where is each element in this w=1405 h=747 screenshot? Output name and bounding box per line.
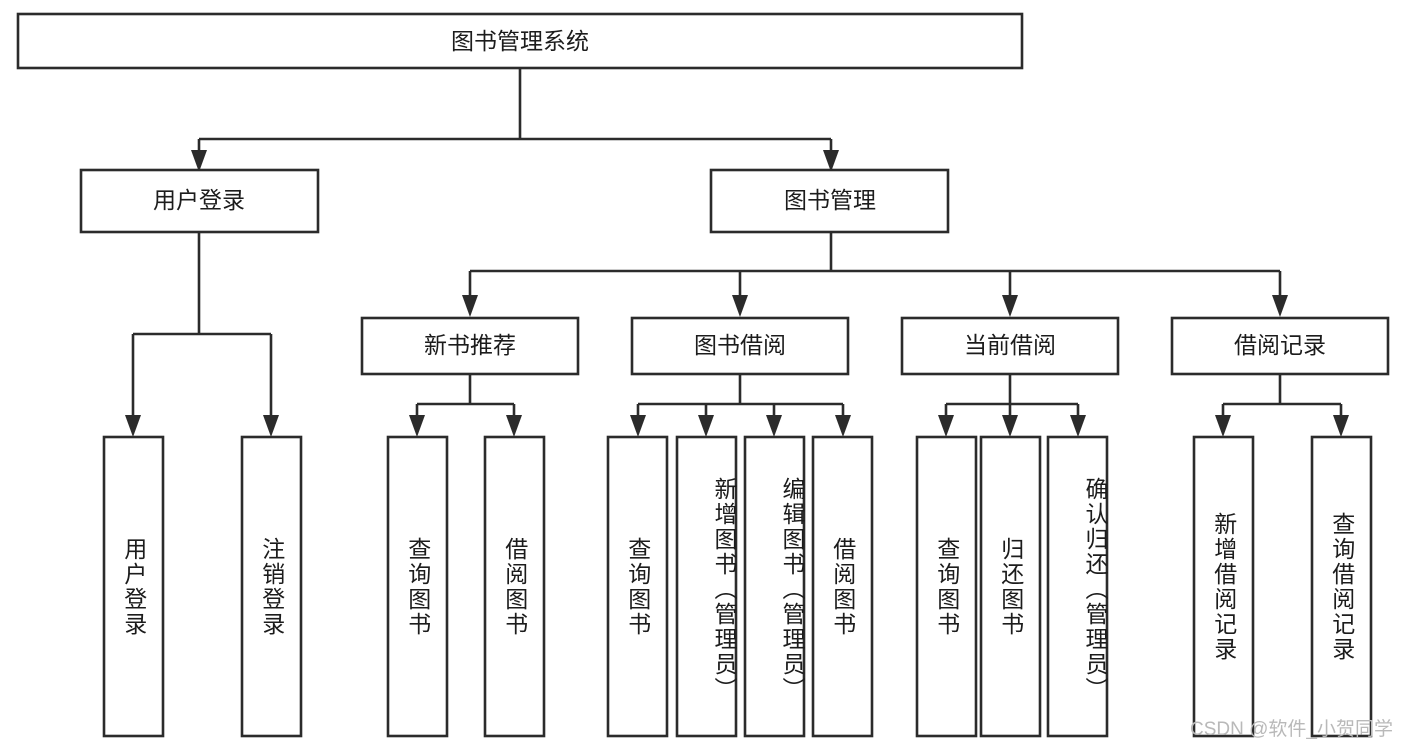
arrow-icon <box>1070 415 1086 437</box>
arrow-icon <box>263 415 279 437</box>
leaf-node-logout[interactable] <box>240 435 303 738</box>
node-user-login[interactable]: 用户登录 <box>79 168 320 234</box>
leaf-node-cb-query-book[interactable] <box>915 435 978 738</box>
arrow-icon <box>698 415 714 437</box>
node-borrow-record-label: 借阅记录 <box>1234 332 1326 358</box>
leaf-node-bb-query-book[interactable] <box>606 435 669 738</box>
connector-userlogin-to-leaves <box>125 232 279 437</box>
arrow-icon <box>1215 415 1231 437</box>
node-book-borrow-label: 图书借阅 <box>694 332 786 358</box>
arrow-icon <box>125 415 141 437</box>
leaf-node-user-login[interactable] <box>102 435 165 738</box>
connector-borrowrecord-to-leaves <box>1215 374 1349 437</box>
leaf-node-br-query-record[interactable] <box>1310 435 1373 738</box>
arrow-icon <box>630 415 646 437</box>
node-book-borrow[interactable]: 图书借阅 <box>630 316 850 376</box>
node-book-manage[interactable]: 图书管理 <box>709 168 950 234</box>
arrow-icon <box>938 415 954 437</box>
connector-root-to-level1 <box>191 68 839 172</box>
arrow-icon <box>1002 415 1018 437</box>
node-current-borrow[interactable]: 当前借阅 <box>900 316 1120 376</box>
connector-newbook-to-leaves <box>409 374 522 437</box>
leaf-node-nb-borrow-book[interactable] <box>483 435 546 738</box>
arrow-icon <box>1333 415 1349 437</box>
node-root-label: 图书管理系统 <box>451 28 589 54</box>
arrow-icon <box>732 295 748 317</box>
node-book-manage-label: 图书管理 <box>784 187 876 213</box>
leaf-node-bb-borrow-book[interactable] <box>811 435 874 738</box>
arrow-icon <box>766 415 782 437</box>
arrow-icon <box>191 150 207 172</box>
node-new-book-recommend[interactable]: 新书推荐 <box>360 316 580 376</box>
connector-currentborrow-to-leaves <box>938 374 1086 437</box>
leaf-node-bb-edit-book[interactable] <box>743 435 806 738</box>
arrow-icon <box>823 150 839 172</box>
arrow-icon <box>1272 295 1288 317</box>
arrow-icon <box>409 415 425 437</box>
arrow-icon <box>506 415 522 437</box>
node-user-login-label: 用户登录 <box>153 187 245 213</box>
connector-bookborrow-to-leaves <box>630 374 851 437</box>
arrow-icon <box>1002 295 1018 317</box>
leaf-node-cb-return-book[interactable] <box>979 435 1042 738</box>
arrow-icon <box>835 415 851 437</box>
node-borrow-record[interactable]: 借阅记录 <box>1170 316 1390 376</box>
leaf-node-cb-confirm-return[interactable] <box>1046 435 1109 738</box>
leaf-node-bb-add-book[interactable] <box>675 435 738 738</box>
node-current-borrow-label: 当前借阅 <box>964 332 1056 358</box>
node-root[interactable]: 图书管理系统 <box>16 12 1024 70</box>
connector-bookmanage-to-level2 <box>462 232 1288 317</box>
arrow-icon <box>462 295 478 317</box>
csdn-watermark: CSDN @软件_小贺同学 <box>1190 719 1393 740</box>
node-new-book-recommend-label: 新书推荐 <box>424 332 516 358</box>
leaf-node-nb-query-book[interactable] <box>386 435 449 738</box>
leaf-node-br-add-record[interactable] <box>1192 435 1255 738</box>
